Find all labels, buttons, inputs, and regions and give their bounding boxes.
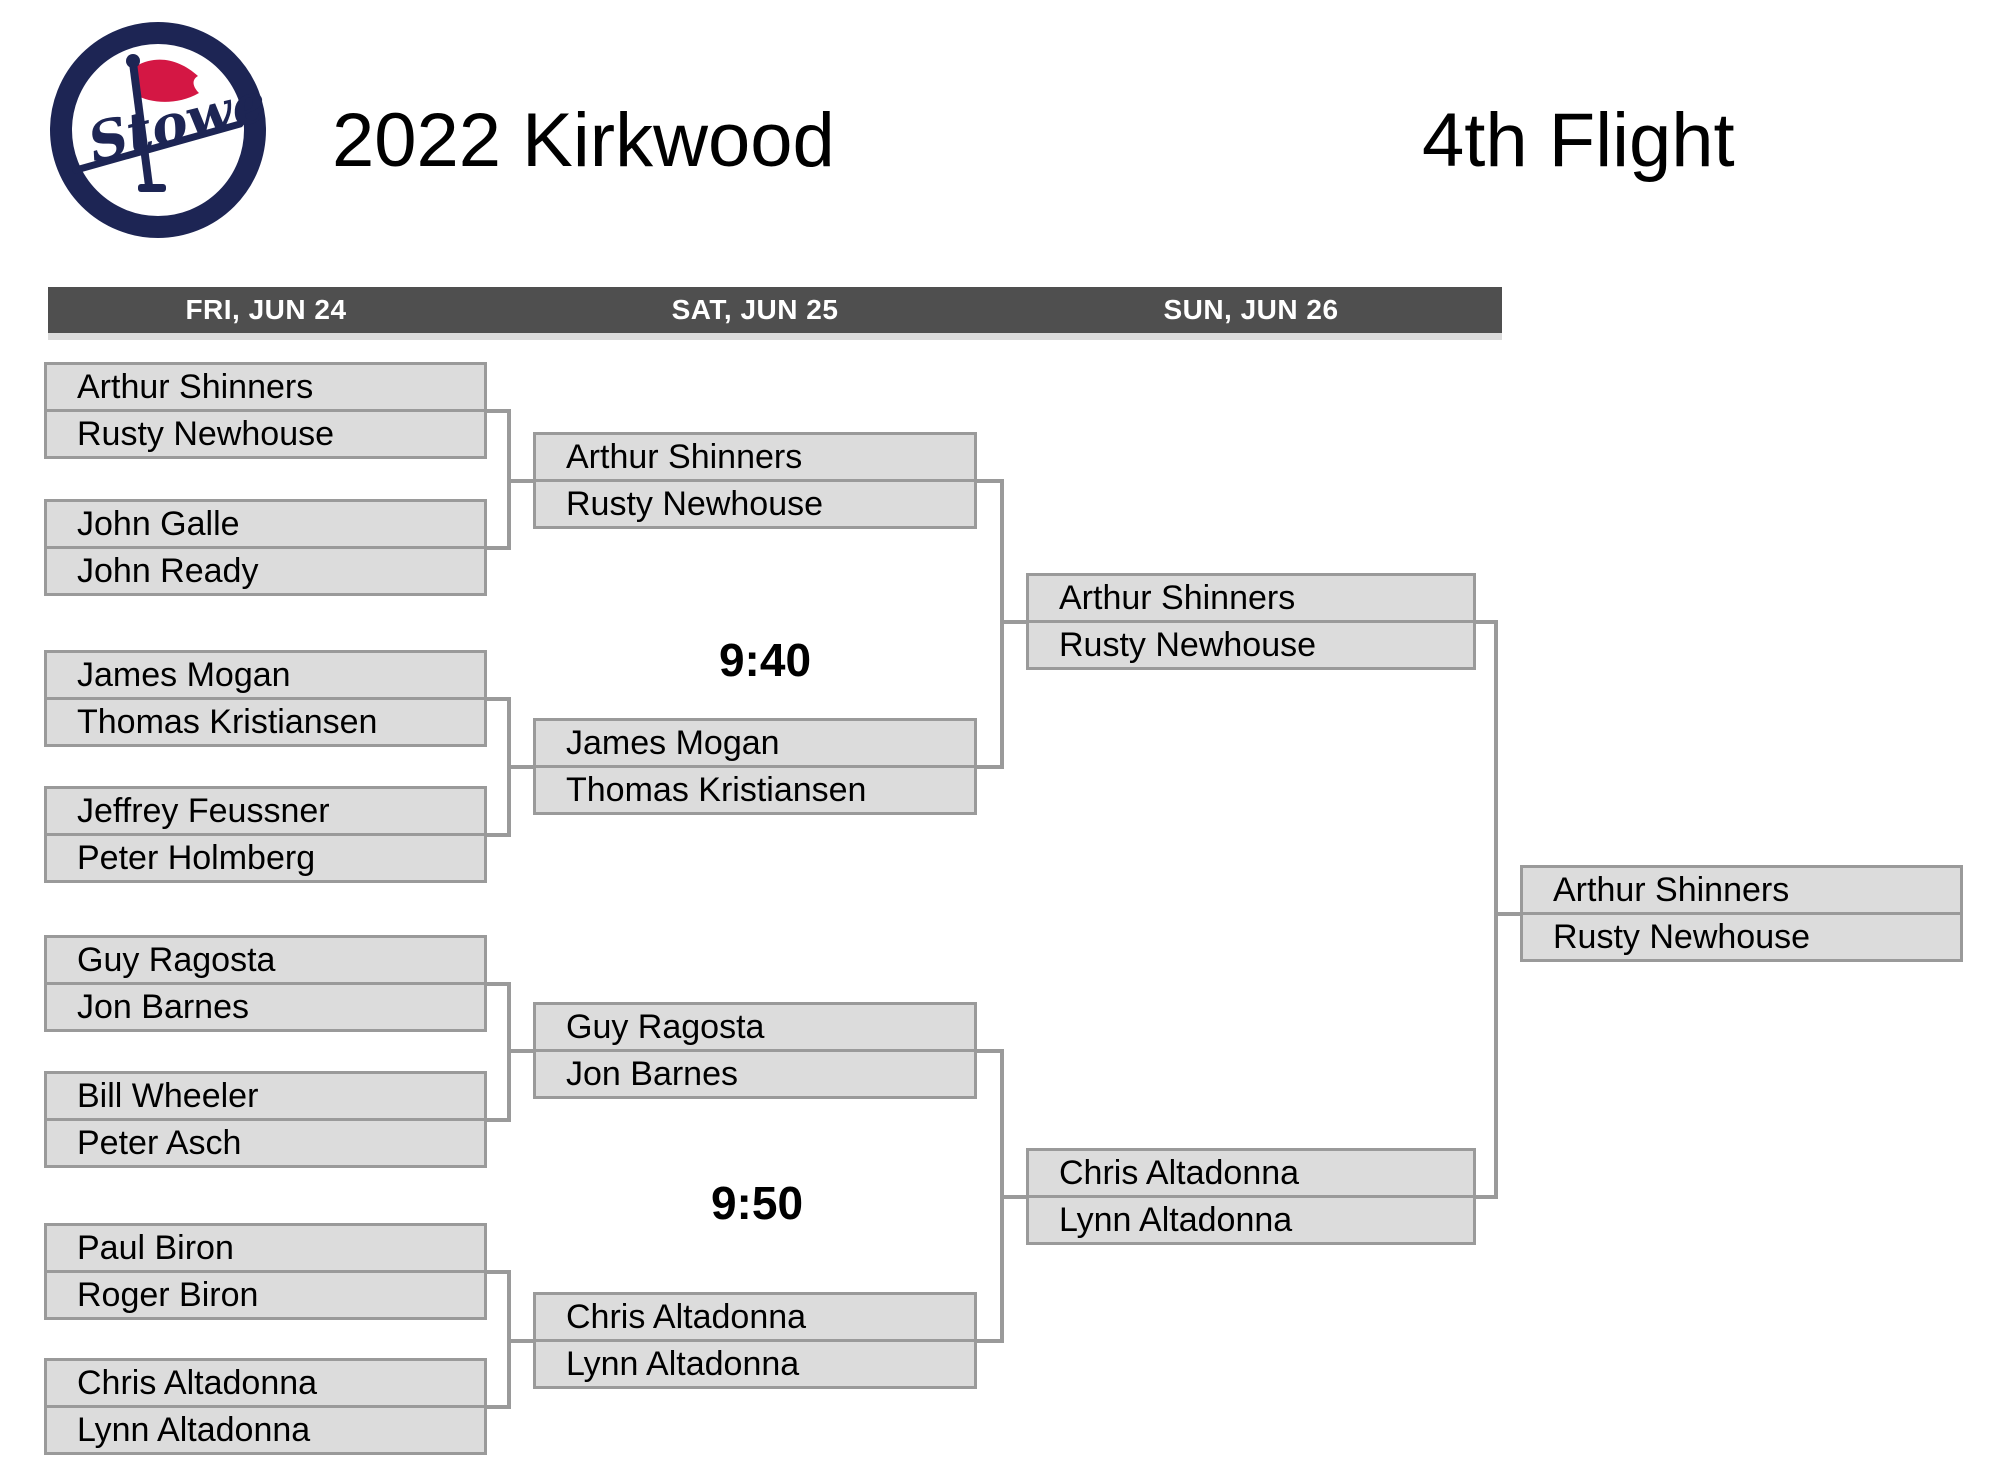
bracket-connector bbox=[977, 1049, 1004, 1053]
team-box-r3-t1: Arthur Shinners Rusty Newhouse bbox=[1026, 573, 1476, 670]
bracket-connector bbox=[487, 982, 511, 986]
bracket-connector bbox=[977, 765, 1004, 769]
team-box-r1-m4-t1: Paul Biron Roger Biron bbox=[44, 1223, 487, 1320]
bracket-connector bbox=[1476, 1195, 1498, 1199]
bracket-connector bbox=[1494, 912, 1520, 916]
team-box-r2-m1-t1: Arthur Shinners Rusty Newhouse bbox=[533, 432, 977, 529]
bracket-connector bbox=[507, 479, 533, 483]
player-name: Rusty Newhouse bbox=[1026, 620, 1476, 670]
player-name: Lynn Altadonna bbox=[44, 1405, 487, 1455]
day-label-saturday: SAT, JUN 25 bbox=[671, 294, 839, 325]
logo-swash bbox=[72, 120, 244, 174]
player-name: Peter Holmberg bbox=[44, 833, 487, 883]
player-name: Rusty Newhouse bbox=[533, 479, 977, 529]
player-name: Paul Biron bbox=[44, 1223, 487, 1273]
player-name: Jon Barnes bbox=[44, 982, 487, 1032]
player-name: Arthur Shinners bbox=[1026, 573, 1476, 623]
bracket-connector bbox=[507, 765, 533, 769]
bracket-connector bbox=[977, 479, 1004, 483]
team-box-r1-m4-t2: Chris Altadonna Lynn Altadonna bbox=[44, 1358, 487, 1455]
day-header-bar-shadow bbox=[48, 333, 1502, 340]
bracket-connector bbox=[487, 697, 511, 701]
bracket-connector bbox=[487, 1405, 511, 1409]
day-label-sunday: SUN, JUN 26 bbox=[1163, 294, 1339, 325]
page-title: 2022 Kirkwood bbox=[332, 98, 835, 183]
flag-icon bbox=[136, 59, 199, 102]
logo-ring-icon bbox=[50, 22, 266, 238]
player-name: Rusty Newhouse bbox=[1520, 912, 1963, 962]
player-name: Guy Ragosta bbox=[44, 935, 487, 985]
player-name: Chris Altadonna bbox=[1026, 1148, 1476, 1198]
bracket-connector bbox=[487, 409, 511, 413]
stowe-logo: Stowe bbox=[50, 22, 270, 238]
bracket-connector bbox=[487, 833, 511, 837]
player-name: Arthur Shinners bbox=[44, 362, 487, 412]
team-box-r1-m3-t1: Guy Ragosta Jon Barnes bbox=[44, 935, 487, 1032]
bracket-connector bbox=[1000, 479, 1004, 769]
bracket-connector bbox=[1494, 620, 1498, 1199]
day-label-friday: FRI, JUN 24 bbox=[185, 294, 347, 325]
player-name: Jon Barnes bbox=[533, 1049, 977, 1099]
flag-pole-icon bbox=[129, 62, 153, 187]
tee-time-match1: 9:40 bbox=[718, 634, 812, 686]
team-box-r1-m2-t2: Jeffrey Feussner Peter Holmberg bbox=[44, 786, 487, 883]
bracket-connector bbox=[487, 1270, 511, 1274]
player-name: Bill Wheeler bbox=[44, 1071, 487, 1121]
bracket-connector bbox=[487, 1118, 511, 1122]
team-box-r1-m3-t2: Bill Wheeler Peter Asch bbox=[44, 1071, 487, 1168]
tee-time-match2: 9:50 bbox=[710, 1177, 804, 1229]
team-box-r1-m1-t1: Arthur Shinners Rusty Newhouse bbox=[44, 362, 487, 459]
player-name: Rusty Newhouse bbox=[44, 409, 487, 459]
bracket-connector bbox=[977, 1339, 1004, 1343]
player-name: Thomas Kristiansen bbox=[44, 697, 487, 747]
player-name: James Mogan bbox=[44, 650, 487, 700]
team-box-r2-m2-t2: Chris Altadonna Lynn Altadonna bbox=[533, 1292, 977, 1389]
player-name: Thomas Kristiansen bbox=[533, 765, 977, 815]
team-box-r2-m1-t2: James Mogan Thomas Kristiansen bbox=[533, 718, 977, 815]
player-name: Peter Asch bbox=[44, 1118, 487, 1168]
bracket-connector bbox=[507, 1339, 533, 1343]
player-name: Guy Ragosta bbox=[533, 1002, 977, 1052]
team-box-r2-m2-t1: Guy Ragosta Jon Barnes bbox=[533, 1002, 977, 1099]
player-name: James Mogan bbox=[533, 718, 977, 768]
player-name: John Ready bbox=[44, 546, 487, 596]
team-box-r1-m2-t1: James Mogan Thomas Kristiansen bbox=[44, 650, 487, 747]
player-name: Arthur Shinners bbox=[1520, 865, 1963, 915]
day-header-bar bbox=[48, 287, 1502, 333]
bracket-connector bbox=[507, 1049, 533, 1053]
player-name: Roger Biron bbox=[44, 1270, 487, 1320]
bracket-connector bbox=[1000, 620, 1028, 624]
team-box-champion: Arthur Shinners Rusty Newhouse bbox=[1520, 865, 1963, 962]
player-name: Lynn Altadonna bbox=[1026, 1195, 1476, 1245]
bracket-connector bbox=[1000, 1195, 1028, 1199]
player-name: Jeffrey Feussner bbox=[44, 786, 487, 836]
player-name: John Galle bbox=[44, 499, 487, 549]
team-box-r1-m1-t2: John Galle John Ready bbox=[44, 499, 487, 596]
player-name: Arthur Shinners bbox=[533, 432, 977, 482]
bracket-connector bbox=[487, 546, 511, 550]
flag-pole-base bbox=[138, 184, 166, 192]
flight-title: 4th Flight bbox=[1422, 98, 1735, 183]
bracket-connector bbox=[1476, 620, 1498, 624]
player-name: Chris Altadonna bbox=[44, 1358, 487, 1408]
team-box-r3-t2: Chris Altadonna Lynn Altadonna bbox=[1026, 1148, 1476, 1245]
player-name: Chris Altadonna bbox=[533, 1292, 977, 1342]
flag-pole-top bbox=[126, 54, 140, 68]
player-name: Lynn Altadonna bbox=[533, 1339, 977, 1389]
